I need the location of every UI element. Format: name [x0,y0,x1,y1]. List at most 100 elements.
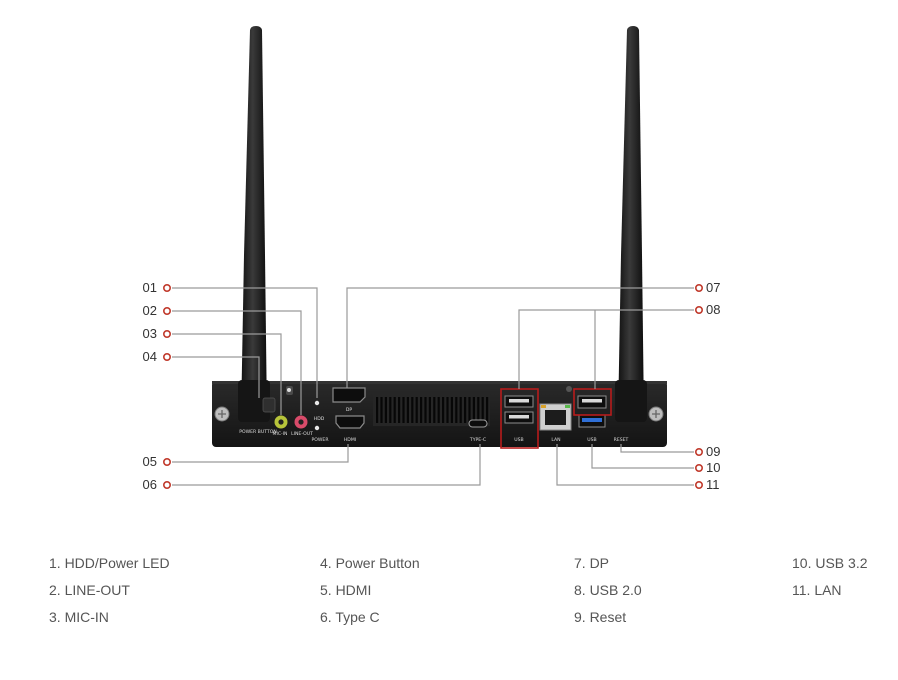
vent-slot [472,397,475,423]
callout-number-02: 02 [143,303,157,318]
vent-slot [450,397,453,423]
callout-number-01: 01 [143,280,157,295]
legend-item: 11. LAN [792,582,842,598]
vent-slot [486,397,489,423]
leader-line-05 [172,444,349,463]
callout-marker-04 [163,352,172,361]
legend-item: 9. Reset [574,609,627,625]
power-button [262,397,276,413]
vent-slot [376,397,379,423]
leader-line-03 [172,333,282,415]
vent-slot [477,397,480,423]
legend-column-4: 10. USB 3.2 11. LAN [792,552,868,606]
dp-port [332,387,366,403]
vent-slot [464,397,467,423]
callout-marker-11 [694,480,703,489]
silk-hdd: HDD [314,416,325,422]
silk-power: POWER [311,437,329,443]
mic-in-jack [274,415,288,429]
port-legend: 1. HDD/Power LED 2. LINE-OUT 3. MIC-IN 4… [0,552,898,652]
vent-slot [389,397,392,423]
leader-line-02 [172,310,302,415]
right-antenna-base [615,380,647,422]
vent-slot [420,397,423,423]
vent-slot [411,397,414,423]
vent-slot [468,397,471,423]
vent-slot [402,397,405,423]
callout-markers [163,283,703,489]
leader-line-07 [346,287,694,388]
left-screw-icon [214,406,230,422]
type-c-port [468,419,488,428]
vent-slot [428,397,431,423]
vent-slot [455,397,458,423]
leader-lines [172,287,694,486]
callout-marker-02 [163,306,172,315]
silk-line-out: LINE-OUT [291,431,313,437]
callout-number-04: 04 [143,349,157,364]
leader-line-09 [620,444,694,453]
callout-marker-10 [694,463,703,472]
silk-usb-left: USB [514,437,523,443]
legend-column-3: 7. DP 8. USB 2.0 9. Reset [574,552,642,633]
left-antenna [241,26,267,420]
silk-type-c: TYPE-C [469,437,486,443]
right-screw-icon [648,406,664,422]
vent-slot [380,397,383,423]
callout-marker-07 [694,283,703,292]
callout-marker-06 [163,480,172,489]
right-antenna [618,26,644,420]
callout-number-03: 03 [143,326,157,341]
callout-marker-08 [694,305,703,314]
leader-line-11 [556,444,694,486]
led-indicator-icon [287,388,291,392]
legend-item: 1. HDD/Power LED [49,555,170,571]
vent-slot [459,397,462,423]
silk-dp: DP [346,407,353,413]
legend-item: 7. DP [574,555,610,571]
power-led-icon [314,425,320,431]
leader-line-08 [518,309,694,389]
legend-column-2: 4. Power Button 5. HDMI 6. Type C [320,552,420,633]
callout-number-10: 10 [706,460,720,475]
vent-slot [437,397,440,423]
callout-marker-05 [163,457,172,466]
vent-slot [398,397,401,423]
callout-marker-09 [694,447,703,456]
silk-hdmi: HDMI [344,437,356,443]
leader-line-06 [172,444,481,486]
callout-number-05: 05 [143,454,157,469]
silk-power-button: POWER BUTTON [239,429,277,435]
callout-marker-01 [163,283,172,292]
callout-number-09: 09 [706,444,720,459]
silk-reset: RESET [614,437,629,443]
callout-number-07: 07 [706,280,720,295]
callout-marker-03 [163,329,172,338]
vent-slot [433,397,436,423]
usb-2-highlight-right [573,388,612,416]
silk-lan: LAN [551,437,560,443]
legend-item: 4. Power Button [320,555,420,571]
callout-number-11: 11 [706,477,720,492]
usb-2-port-right [577,395,607,409]
callout-number-06: 06 [143,477,157,492]
silk-usb-right: USB [587,437,596,443]
leader-line-04 [172,356,260,398]
vent-slot [384,397,387,423]
left-antenna-base [238,380,270,422]
lan-port [539,403,572,431]
usb-2-stack-left [504,395,534,424]
vent-slot [446,397,449,423]
vent-slot [424,397,427,423]
legend-item: 8. USB 2.0 [574,582,642,598]
reset-button [566,386,572,392]
vent-slot [393,397,396,423]
usb-3-2-port [578,414,606,428]
leader-line-10 [591,444,694,469]
legend-column-1: 1. HDD/Power LED 2. LINE-OUT 3. MIC-IN [49,552,170,633]
legend-item: 2. LINE-OUT [49,582,130,598]
vent-slot [442,397,445,423]
legend-item: 6. Type C [320,609,380,625]
hdd-led-icon [314,400,320,406]
vent-slot [481,397,484,423]
